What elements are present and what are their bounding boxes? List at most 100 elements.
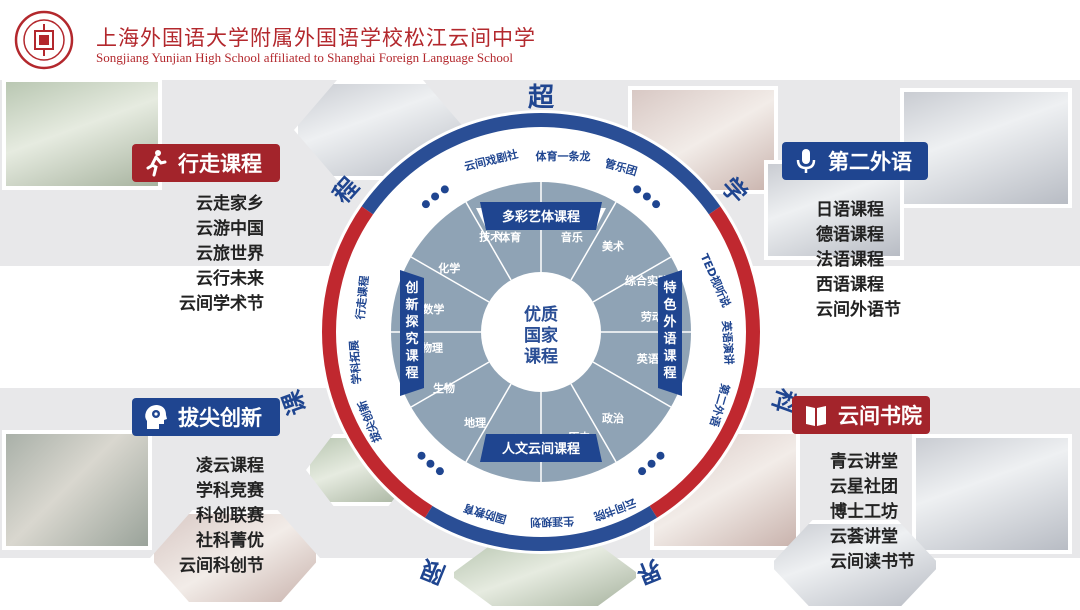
list-item: 博士工坊 bbox=[830, 502, 898, 522]
photo-group bbox=[450, 540, 640, 610]
spoke-line bbox=[592, 256, 672, 303]
list-item: 学科竞赛 bbox=[196, 481, 264, 501]
header: 上海外国语大学附属外国语学校松江云间中学 Songjiang Yunjian H… bbox=[0, 0, 1080, 78]
card-foreign-title: 第二外语 bbox=[782, 142, 928, 180]
decorative-dot bbox=[435, 467, 444, 476]
center-line-1: 优质 bbox=[524, 304, 558, 325]
inner-segment-label: 政治 bbox=[602, 411, 624, 425]
tab-char: 外 bbox=[662, 314, 676, 330]
list-item: 云荟讲堂 bbox=[830, 527, 898, 547]
spoke-line bbox=[465, 201, 512, 281]
tab-bottom-label: 人文云间课程 bbox=[502, 441, 580, 457]
inner-segment-label: 技术 bbox=[479, 230, 501, 244]
outer-top-item-2: 体育一条龙 bbox=[536, 149, 591, 163]
spoke-line bbox=[465, 383, 512, 463]
outer-ring-arc bbox=[361, 113, 721, 215]
list-item: 西语课程 bbox=[816, 275, 884, 295]
list-item: 社科菁优 bbox=[196, 531, 264, 551]
outer-ring-arc bbox=[424, 505, 658, 551]
list-item: 云走家乡 bbox=[196, 194, 264, 214]
spoke-line bbox=[570, 383, 617, 463]
card-foreign-list: 日语课程 德语课程 法语课程 西语课程 云间外语节 bbox=[816, 198, 926, 323]
decorative-dot bbox=[656, 451, 665, 460]
ring-char-cheng: 程 bbox=[328, 172, 365, 209]
inner-segment-label: 劳动 bbox=[641, 309, 663, 323]
outer-ring bbox=[322, 113, 760, 551]
center-circle bbox=[481, 272, 601, 392]
list-item: 青云讲堂 bbox=[830, 452, 898, 472]
decorative-dot bbox=[642, 192, 651, 201]
inner-segment-label: 音乐 bbox=[561, 230, 583, 244]
tab-left bbox=[400, 270, 424, 396]
inner-segment-label: 美术 bbox=[602, 239, 624, 253]
card-academy-title: 云间书院 bbox=[792, 396, 930, 434]
tab-char: 程 bbox=[405, 366, 418, 381]
list-item: 云间外语节 bbox=[816, 300, 901, 320]
card-academy-title-text: 云间书院 bbox=[838, 404, 922, 428]
school-name-en: Songjiang Yunjian High School affiliated… bbox=[96, 50, 514, 65]
tab-char: 特 bbox=[663, 280, 676, 296]
ring-char-ke2: 课 bbox=[277, 386, 312, 419]
card-walking-title: 行走课程 bbox=[132, 144, 280, 182]
book-icon bbox=[806, 406, 826, 426]
card-walking-list: 云走家乡 云游中国 云旅世界 云行未来 云间学术节 bbox=[160, 192, 264, 317]
outer-right-item-2: 英语演讲 bbox=[719, 319, 736, 365]
outer-left-item-2: 学科拓展 bbox=[346, 339, 363, 385]
list-item: 德语课程 bbox=[816, 225, 884, 245]
list-item: 凌云课程 bbox=[196, 456, 264, 476]
head-gear-icon bbox=[145, 405, 167, 429]
school-seal-logo bbox=[14, 10, 74, 70]
inner-segment-label: 数学 bbox=[422, 302, 444, 316]
card-innovation-list: 凌云课程 学科竞赛 科创联赛 社科菁优 云间科创节 bbox=[160, 454, 264, 579]
outer-ring-arc bbox=[649, 206, 760, 518]
center-line-3: 课程 bbox=[524, 347, 558, 367]
spoke-line bbox=[410, 256, 490, 303]
card-foreign-title-text: 第二外语 bbox=[828, 150, 912, 174]
tab-char: 语 bbox=[663, 332, 676, 347]
decorative-dot bbox=[431, 192, 440, 201]
ring-char-chao: 超 bbox=[528, 83, 555, 113]
inner-segment-label: 物理 bbox=[421, 340, 443, 354]
tab-char: 创 bbox=[404, 280, 418, 296]
list-item: 云星社团 bbox=[830, 477, 898, 497]
walking-person-icon bbox=[146, 150, 167, 177]
tab-right bbox=[658, 270, 682, 396]
card-innovation-title-text: 拔尖创新 bbox=[178, 406, 262, 430]
microphone-icon bbox=[796, 149, 816, 173]
tab-top bbox=[480, 202, 602, 230]
spoke-line bbox=[592, 361, 672, 408]
list-item: 科创联赛 bbox=[196, 506, 264, 526]
decorative-dot bbox=[652, 200, 661, 209]
spoke-line bbox=[570, 201, 617, 281]
list-item: 云行未来 bbox=[196, 269, 264, 289]
tab-top-label: 多彩艺体课程 bbox=[502, 209, 580, 225]
tab-char: 程 bbox=[663, 366, 676, 381]
decorative-dot bbox=[633, 185, 642, 194]
inner-segment-label: 体育 bbox=[499, 230, 521, 244]
tab-bottom bbox=[480, 434, 602, 462]
list-item: 云游中国 bbox=[196, 219, 264, 239]
ring-char-jie: 界 bbox=[633, 554, 666, 589]
list-item: 云间读书节 bbox=[830, 552, 915, 572]
decorative-dot bbox=[417, 451, 426, 460]
tab-char: 新 bbox=[405, 297, 418, 313]
decorative-dot bbox=[440, 185, 449, 194]
inner-segment-label: 地理 bbox=[464, 416, 486, 430]
photo-award bbox=[2, 430, 152, 550]
spoke-line bbox=[410, 361, 490, 408]
tab-char: 色 bbox=[663, 297, 676, 313]
photo-stage bbox=[912, 434, 1072, 554]
decorative-dot bbox=[638, 467, 647, 476]
photo-presentation bbox=[900, 88, 1072, 208]
list-item: 法语课程 bbox=[816, 250, 884, 270]
tab-char: 课 bbox=[405, 349, 419, 364]
decorative-dots bbox=[417, 185, 665, 476]
card-academy-list: 青云讲堂 云星社团 博士工坊 云荟讲堂 云间读书节 bbox=[830, 450, 940, 575]
center-line-2: 国家 bbox=[524, 325, 558, 346]
list-item: 云间科创节 bbox=[179, 556, 264, 576]
inner-segment-label: 化学 bbox=[438, 261, 460, 275]
inner-segment-label: 生物 bbox=[433, 381, 455, 395]
